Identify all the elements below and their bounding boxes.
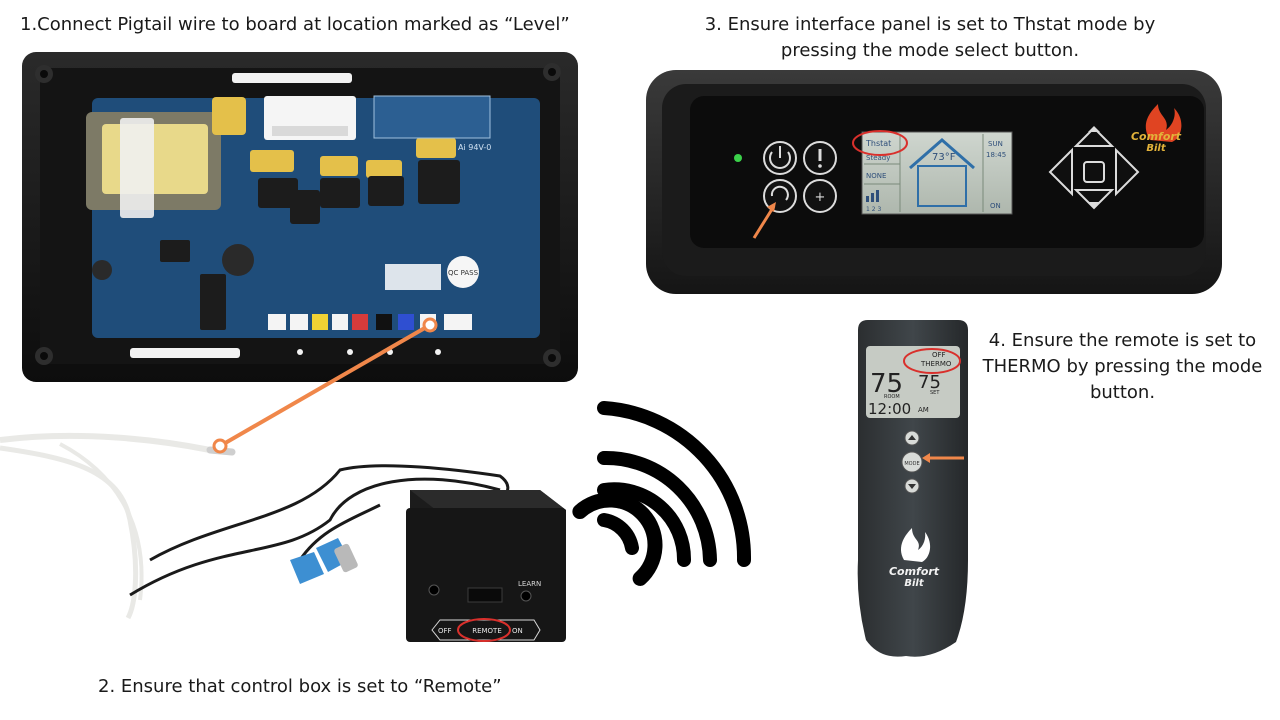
remote-thermo-text: THERMO: [920, 360, 952, 368]
remote-set-temp: 75: [918, 372, 941, 393]
wifi-icon: [572, 492, 663, 586]
remote-brand-line2: Bilt: [904, 578, 924, 589]
switch-on-label: ON: [512, 627, 523, 635]
pigtail-pointer-line: [219, 323, 431, 448]
thstat-highlight-circle: [852, 130, 908, 156]
lcd-fan-text: NONE: [866, 172, 886, 180]
pigtail-wire: [0, 432, 236, 620]
remote-flame-icon: [901, 528, 931, 562]
flame-icon: [1145, 104, 1182, 142]
mode-button-label: MODE: [904, 461, 919, 467]
step-1-caption: 1.Connect Pigtail wire to board at locat…: [20, 14, 570, 35]
arrow-down-icon[interactable]: [904, 478, 920, 494]
remote-set-label: SET: [930, 390, 940, 396]
remote-ampm: AM: [918, 406, 929, 414]
mode-icon[interactable]: [763, 179, 797, 213]
lcd-day: SUN: [988, 140, 1003, 148]
mode-button[interactable]: MODE: [901, 451, 923, 473]
svg-text:+: +: [815, 190, 826, 205]
pigtail-pointer-end: [212, 438, 228, 454]
lcd-temperature: 73°F: [932, 152, 956, 163]
lcd-mode-sub: Steady: [866, 154, 890, 162]
power-icon[interactable]: [763, 141, 797, 175]
remote-control: OFF THERMO 75 75 ROOM SET 12:00 AM MODE …: [857, 320, 968, 657]
interface-lcd: Thstat Steady NONE 1 2 3 73°F SUN 18:45 …: [861, 131, 1013, 215]
remote-time: 12:00: [868, 400, 911, 418]
switch-off-label: OFF: [438, 627, 452, 635]
circuit-board: Ai 94V-0 QC PASS: [86, 95, 540, 338]
step-4-caption: 4. Ensure the remote is set to THERMO by…: [982, 330, 1263, 403]
control-board-enclosure: Ai 94V-0 QC PASS: [22, 52, 578, 382]
wifi-signal-arcs: [597, 401, 752, 567]
interface-panel: + Thstat Steady NONE 1 2 3 73°F SUN 18:4…: [646, 70, 1222, 294]
step-2-caption: 2. Ensure that control box is set to “Re…: [98, 676, 502, 697]
lcd-mode-text: Thstat: [865, 139, 891, 148]
dpad-controls[interactable]: [1048, 126, 1140, 210]
remote-room-label: ROOM: [884, 394, 900, 400]
lcd-level-digits: 1 2 3: [866, 206, 881, 213]
level-connector-marker: [422, 317, 438, 333]
mode-pointer-arrow: [752, 205, 776, 239]
lcd-time: 18:45: [986, 151, 1006, 159]
panel-brand-line2: Bilt: [1146, 143, 1166, 154]
step-3-caption: 3. Ensure interface panel is set to Thst…: [704, 14, 1156, 61]
lcd-power-state: ON: [990, 202, 1001, 210]
remote-highlight-circle: [457, 618, 511, 642]
board-chip-text: Ai 94V-0: [458, 143, 491, 152]
plus-minus-icon[interactable]: +: [803, 179, 837, 213]
arrow-up-icon[interactable]: [904, 430, 920, 446]
remote-brand-line1: Comfort: [889, 565, 940, 578]
remote-off-text: OFF: [932, 351, 946, 359]
panel-brand-line1: Comfort: [1131, 130, 1182, 143]
qc-pass-label: QC PASS: [448, 269, 479, 277]
alert-icon[interactable]: [803, 141, 837, 175]
remote-room-temp: 75: [870, 369, 903, 399]
control-box: LEARN OFF REMOTE ON: [129, 464, 566, 642]
switch-remote-label: REMOTE: [472, 627, 502, 635]
thermo-highlight-circle: [903, 348, 961, 374]
learn-label: LEARN: [518, 580, 541, 588]
